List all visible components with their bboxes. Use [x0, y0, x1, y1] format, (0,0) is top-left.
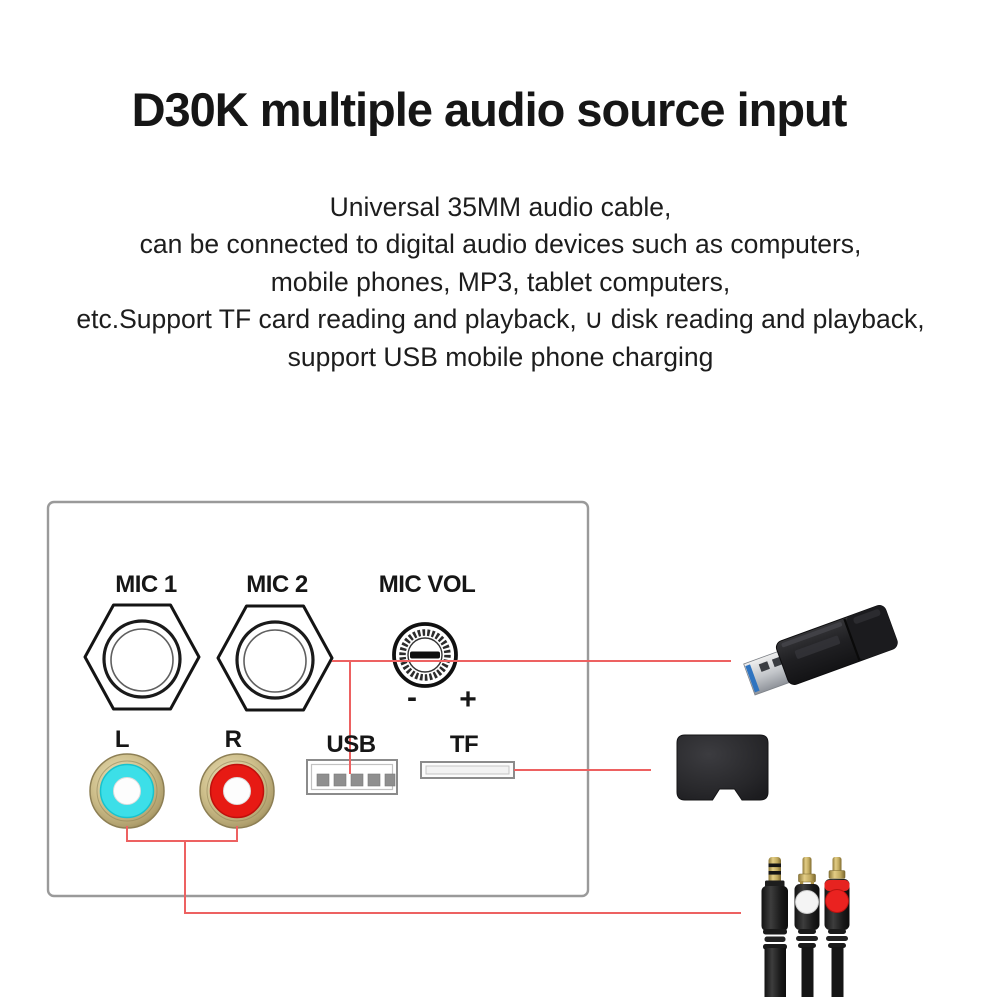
connector-lines — [126, 660, 741, 914]
red-ring — [825, 889, 849, 913]
line-to-audio-cable — [126, 826, 741, 914]
minus-label: - — [407, 681, 417, 714]
rca-plug-white — [794, 857, 820, 997]
usb-port — [306, 759, 398, 795]
left-rca-jack — [89, 753, 165, 829]
description-line: etc.Support TF card reading and playback… — [76, 304, 925, 335]
cable-wire — [831, 947, 844, 997]
tf-card-slot — [420, 761, 515, 779]
page-title: D30K multiple audio source input — [131, 83, 848, 136]
tf-label: TF — [450, 731, 478, 758]
right-channel-label: R — [225, 726, 242, 753]
aux-35mm-plug — [761, 857, 788, 997]
mic-vol-label: MIC VOL — [379, 571, 476, 598]
red-band — [824, 880, 850, 891]
usb-contact-pins — [316, 773, 396, 787]
micro-sd-card-icon — [676, 734, 769, 801]
mic2-label: MIC 2 — [246, 571, 308, 598]
device-panel — [46, 500, 590, 898]
usb-flash-drive-icon — [743, 605, 898, 696]
usb3-blue-insert — [745, 664, 760, 693]
mic-volume-knob — [392, 622, 458, 688]
usb-label: USB — [326, 731, 375, 758]
right-rca-jack — [199, 753, 275, 829]
mic1-label: MIC 1 — [115, 571, 177, 598]
rca-plug-red — [824, 857, 850, 997]
product-description: Universal 35MM audio cable, can be conne… — [0, 189, 1001, 376]
cable-wire — [801, 947, 814, 997]
description-line: can be connected to digital audio device… — [139, 229, 862, 260]
description-line: support USB mobile phone charging — [287, 341, 714, 372]
left-channel-label: L — [115, 726, 129, 753]
audio-cable-icon — [761, 857, 850, 997]
description-line: mobile phones, MP3, tablet computers, — [270, 266, 731, 297]
plus-label: + — [459, 683, 477, 716]
cable-wire — [764, 948, 786, 997]
white-ring — [795, 890, 819, 914]
mic1-jack — [83, 603, 201, 711]
knurled-ring — [399, 629, 451, 681]
description-line: Universal 35MM audio cable, — [329, 192, 672, 222]
mic2-jack — [216, 604, 334, 712]
knob-slot — [410, 651, 440, 659]
